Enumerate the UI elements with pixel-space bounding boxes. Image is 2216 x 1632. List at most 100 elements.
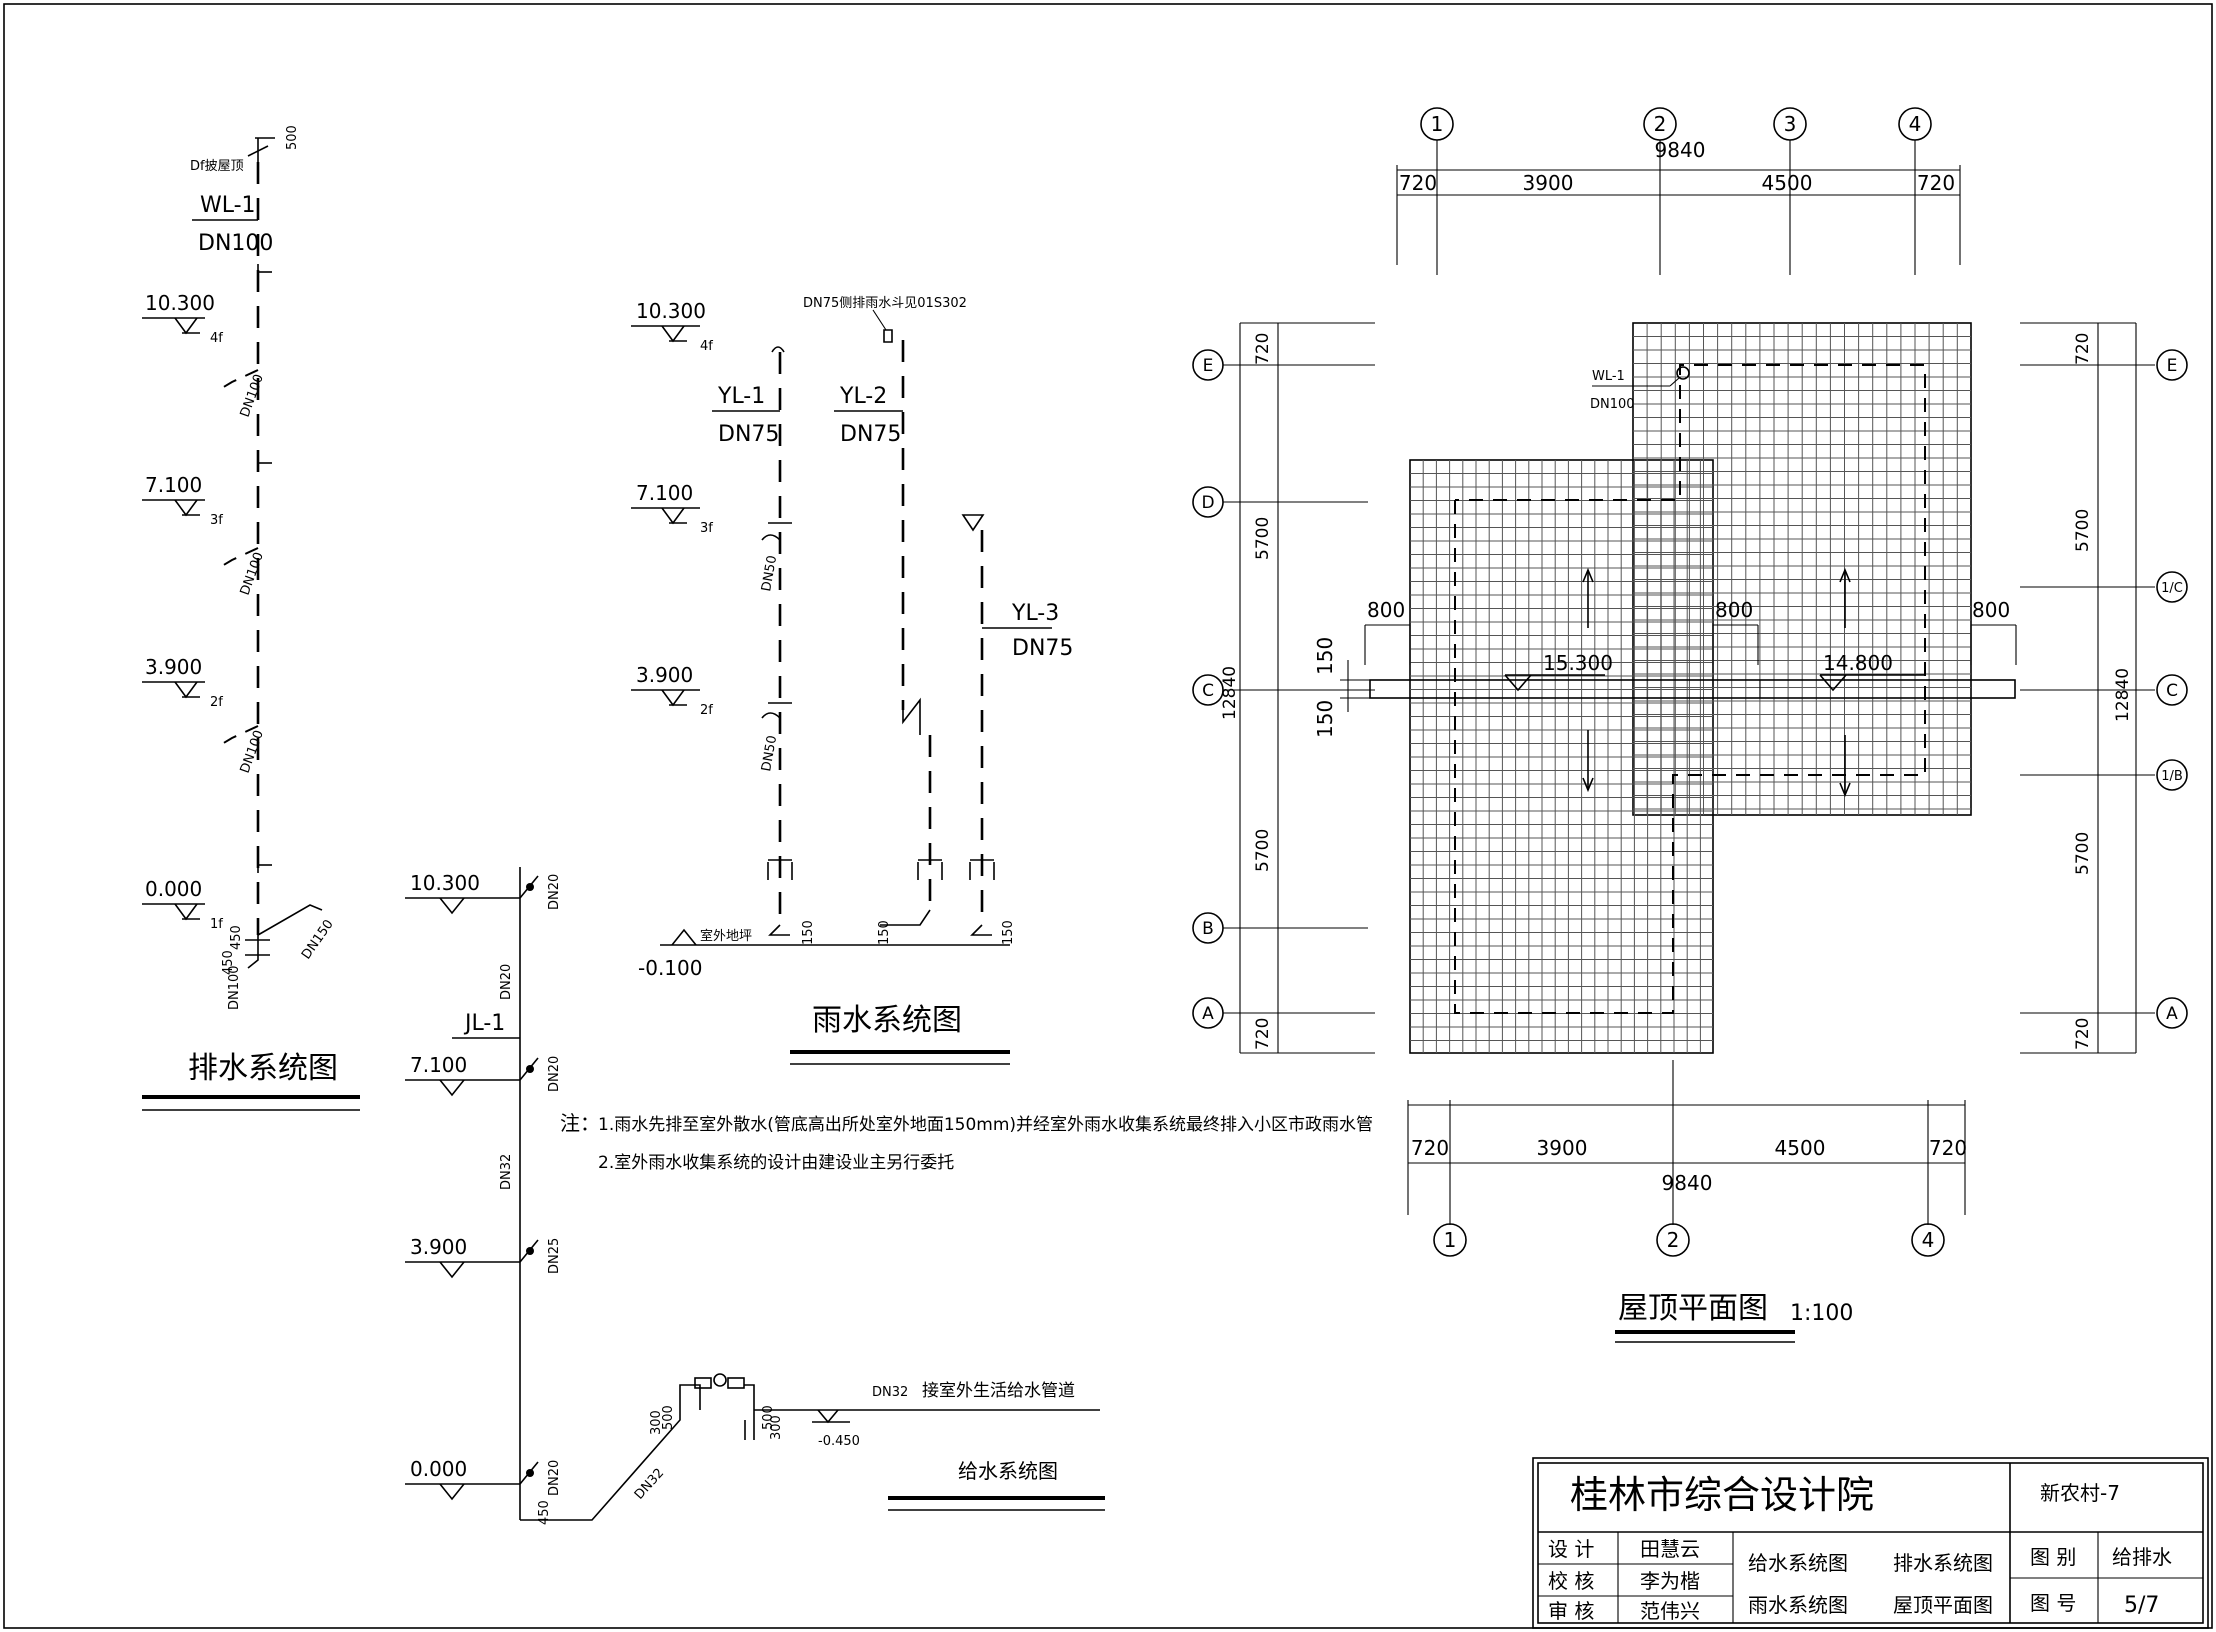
roof-bottom-total: 9840 [1662, 1171, 1713, 1195]
svg-text:5/7: 5/7 [2124, 1593, 2159, 1618]
svg-text:3: 3 [1784, 112, 1797, 136]
svg-text:B: B [1202, 919, 1214, 939]
svg-text:4500: 4500 [1762, 171, 1813, 195]
svg-text:设 计: 设 计 [1548, 1537, 1594, 1561]
svg-text:10.300: 10.300 [636, 299, 706, 323]
svg-text:校 核: 校 核 [1548, 1569, 1594, 1593]
svg-text:300: 300 [769, 1415, 784, 1440]
svg-text:田慧云: 田慧云 [1640, 1537, 1700, 1561]
svg-text:2f: 2f [210, 695, 223, 710]
svg-text:4f: 4f [210, 331, 223, 346]
svg-text:2: 2 [1667, 1228, 1680, 1252]
svg-text:2: 2 [1654, 112, 1667, 136]
svg-text:3.900: 3.900 [636, 663, 693, 687]
svg-text:雨水系统图: 雨水系统图 [1748, 1593, 1848, 1617]
drainage-title: 排水系统图 [188, 1051, 338, 1086]
drainage-vent-dim: 500 [285, 125, 300, 150]
supply-level-1: 10.300 DN20 [405, 871, 562, 915]
roof-title: 屋顶平面图 [1618, 1291, 1768, 1326]
svg-text:D: D [1201, 493, 1214, 513]
svg-text:5700: 5700 [2073, 509, 2093, 552]
roof-scale: 1:100 [1790, 1301, 1853, 1326]
roof-top-total: 9840 [1655, 138, 1706, 162]
rain-level-4f: 10.300 4f [631, 299, 713, 354]
rain-yl1-size: DN75 [718, 422, 779, 447]
svg-text:450: 450 [537, 1500, 552, 1525]
rain-level-3f: 7.100 3f [631, 481, 713, 536]
svg-text:450: 450 [229, 925, 244, 950]
svg-text:DN50: DN50 [759, 734, 780, 772]
svg-text:4500: 4500 [1775, 1136, 1826, 1160]
rain-ground-note: 室外地坪 [700, 928, 752, 944]
svg-text:720: 720 [1917, 171, 1955, 195]
svg-text:150: 150 [801, 920, 816, 945]
supply-inlet-size: DN32 [872, 1385, 908, 1400]
svg-text:10.300: 10.300 [410, 871, 480, 895]
project-name: 新农村-7 [2040, 1481, 2120, 1505]
svg-text:0.000: 0.000 [145, 877, 202, 901]
roof-elev-2: 14.800 [1823, 651, 1893, 675]
svg-text:E: E [2167, 356, 2178, 376]
svg-text:李为楷: 李为楷 [1640, 1569, 1700, 1593]
institute-name: 桂林市综合设计院 [1570, 1473, 1874, 1517]
svg-text:DN32: DN32 [499, 1154, 514, 1190]
roof-right-axes: E 1/C C 1/B A 720 5700 12840 5700 720 [2020, 322, 2188, 1054]
supply-inlet-note: 接室外生活给水管道 [922, 1381, 1075, 1401]
svg-text:DN25: DN25 [547, 1238, 562, 1274]
roof-elev-1: 15.300 [1543, 651, 1613, 675]
svg-text:DN100: DN100 [227, 965, 242, 1010]
svg-text:720: 720 [2073, 1018, 2093, 1050]
svg-text:150: 150 [1313, 637, 1337, 675]
roof-left-axes: E D C B A 720 5700 12840 5700 720 [1192, 322, 1375, 1054]
svg-text:720: 720 [1929, 1136, 1967, 1160]
svg-text:DN20: DN20 [547, 1056, 562, 1092]
svg-text:1/C: 1/C [2161, 581, 2183, 596]
supply-title: 给水系统图 [958, 1459, 1058, 1483]
supply-level-2: 7.100 DN20 [405, 1053, 562, 1097]
roof-pipe-size: DN100 [1590, 397, 1635, 412]
svg-text:3f: 3f [700, 521, 713, 536]
svg-text:DN20: DN20 [547, 1460, 562, 1496]
roof-tiles: 15.300 14.800 800 800 800 150 150 [1313, 322, 2017, 1054]
svg-text:800: 800 [1715, 598, 1753, 622]
svg-text:A: A [1202, 1004, 1214, 1024]
svg-text:7.100: 7.100 [410, 1053, 467, 1077]
svg-text:审 核: 审 核 [1548, 1599, 1594, 1623]
rain-yl2-label: YL-2 [839, 384, 887, 409]
notes: 注： 1.雨水先排至室外散水(管底高出所处室外地面150mm)并经室外雨水收集系… [560, 1111, 1373, 1173]
svg-text:4: 4 [1909, 112, 1922, 136]
svg-text:720: 720 [1253, 333, 1273, 365]
svg-text:720: 720 [1253, 1018, 1273, 1050]
svg-text:给排水: 给排水 [2112, 1545, 2172, 1569]
svg-text:3900: 3900 [1537, 1136, 1588, 1160]
svg-text:A: A [2166, 1004, 2178, 1024]
rain-level-2f: 3.900 2f [631, 663, 713, 718]
svg-text:800: 800 [1972, 598, 2010, 622]
svg-text:3f: 3f [210, 513, 223, 528]
svg-text:C: C [1202, 681, 1214, 701]
svg-text:4f: 4f [700, 339, 713, 354]
svg-text:0.000: 0.000 [410, 1457, 467, 1481]
svg-text:1f: 1f [210, 917, 223, 932]
roof-plan: 1 2 3 4 9840 720 3900 4500 720 [1192, 107, 2188, 1343]
rain-top-note: DN75侧排雨水斗见01S302 [803, 296, 967, 311]
drainage-pipe-size: DN100 [198, 231, 273, 256]
svg-text:E: E [1203, 356, 1214, 376]
drainage-level-2f: 3.900 2f [142, 655, 223, 710]
notes-label: 注： [560, 1111, 600, 1135]
svg-text:1: 1 [1444, 1228, 1457, 1252]
svg-text:C: C [2166, 681, 2178, 701]
svg-text:图 号: 图 号 [2030, 1591, 2076, 1615]
svg-text:10.300: 10.300 [145, 291, 215, 315]
rain-yl3-label: YL-3 [1011, 601, 1059, 626]
svg-text:5700: 5700 [1253, 517, 1273, 560]
rain-yl3-size: DN75 [1012, 636, 1073, 661]
svg-text:3.900: 3.900 [145, 655, 202, 679]
svg-text:450: 450 [221, 950, 236, 975]
svg-text:给水系统图: 给水系统图 [1748, 1551, 1848, 1575]
svg-text:屋顶平面图: 屋顶平面图 [1893, 1593, 1993, 1617]
drainage-pipe-label: WL-1 [200, 193, 256, 218]
drainage-level-4f: 10.300 4f [142, 291, 223, 346]
svg-text:4: 4 [1922, 1228, 1935, 1252]
